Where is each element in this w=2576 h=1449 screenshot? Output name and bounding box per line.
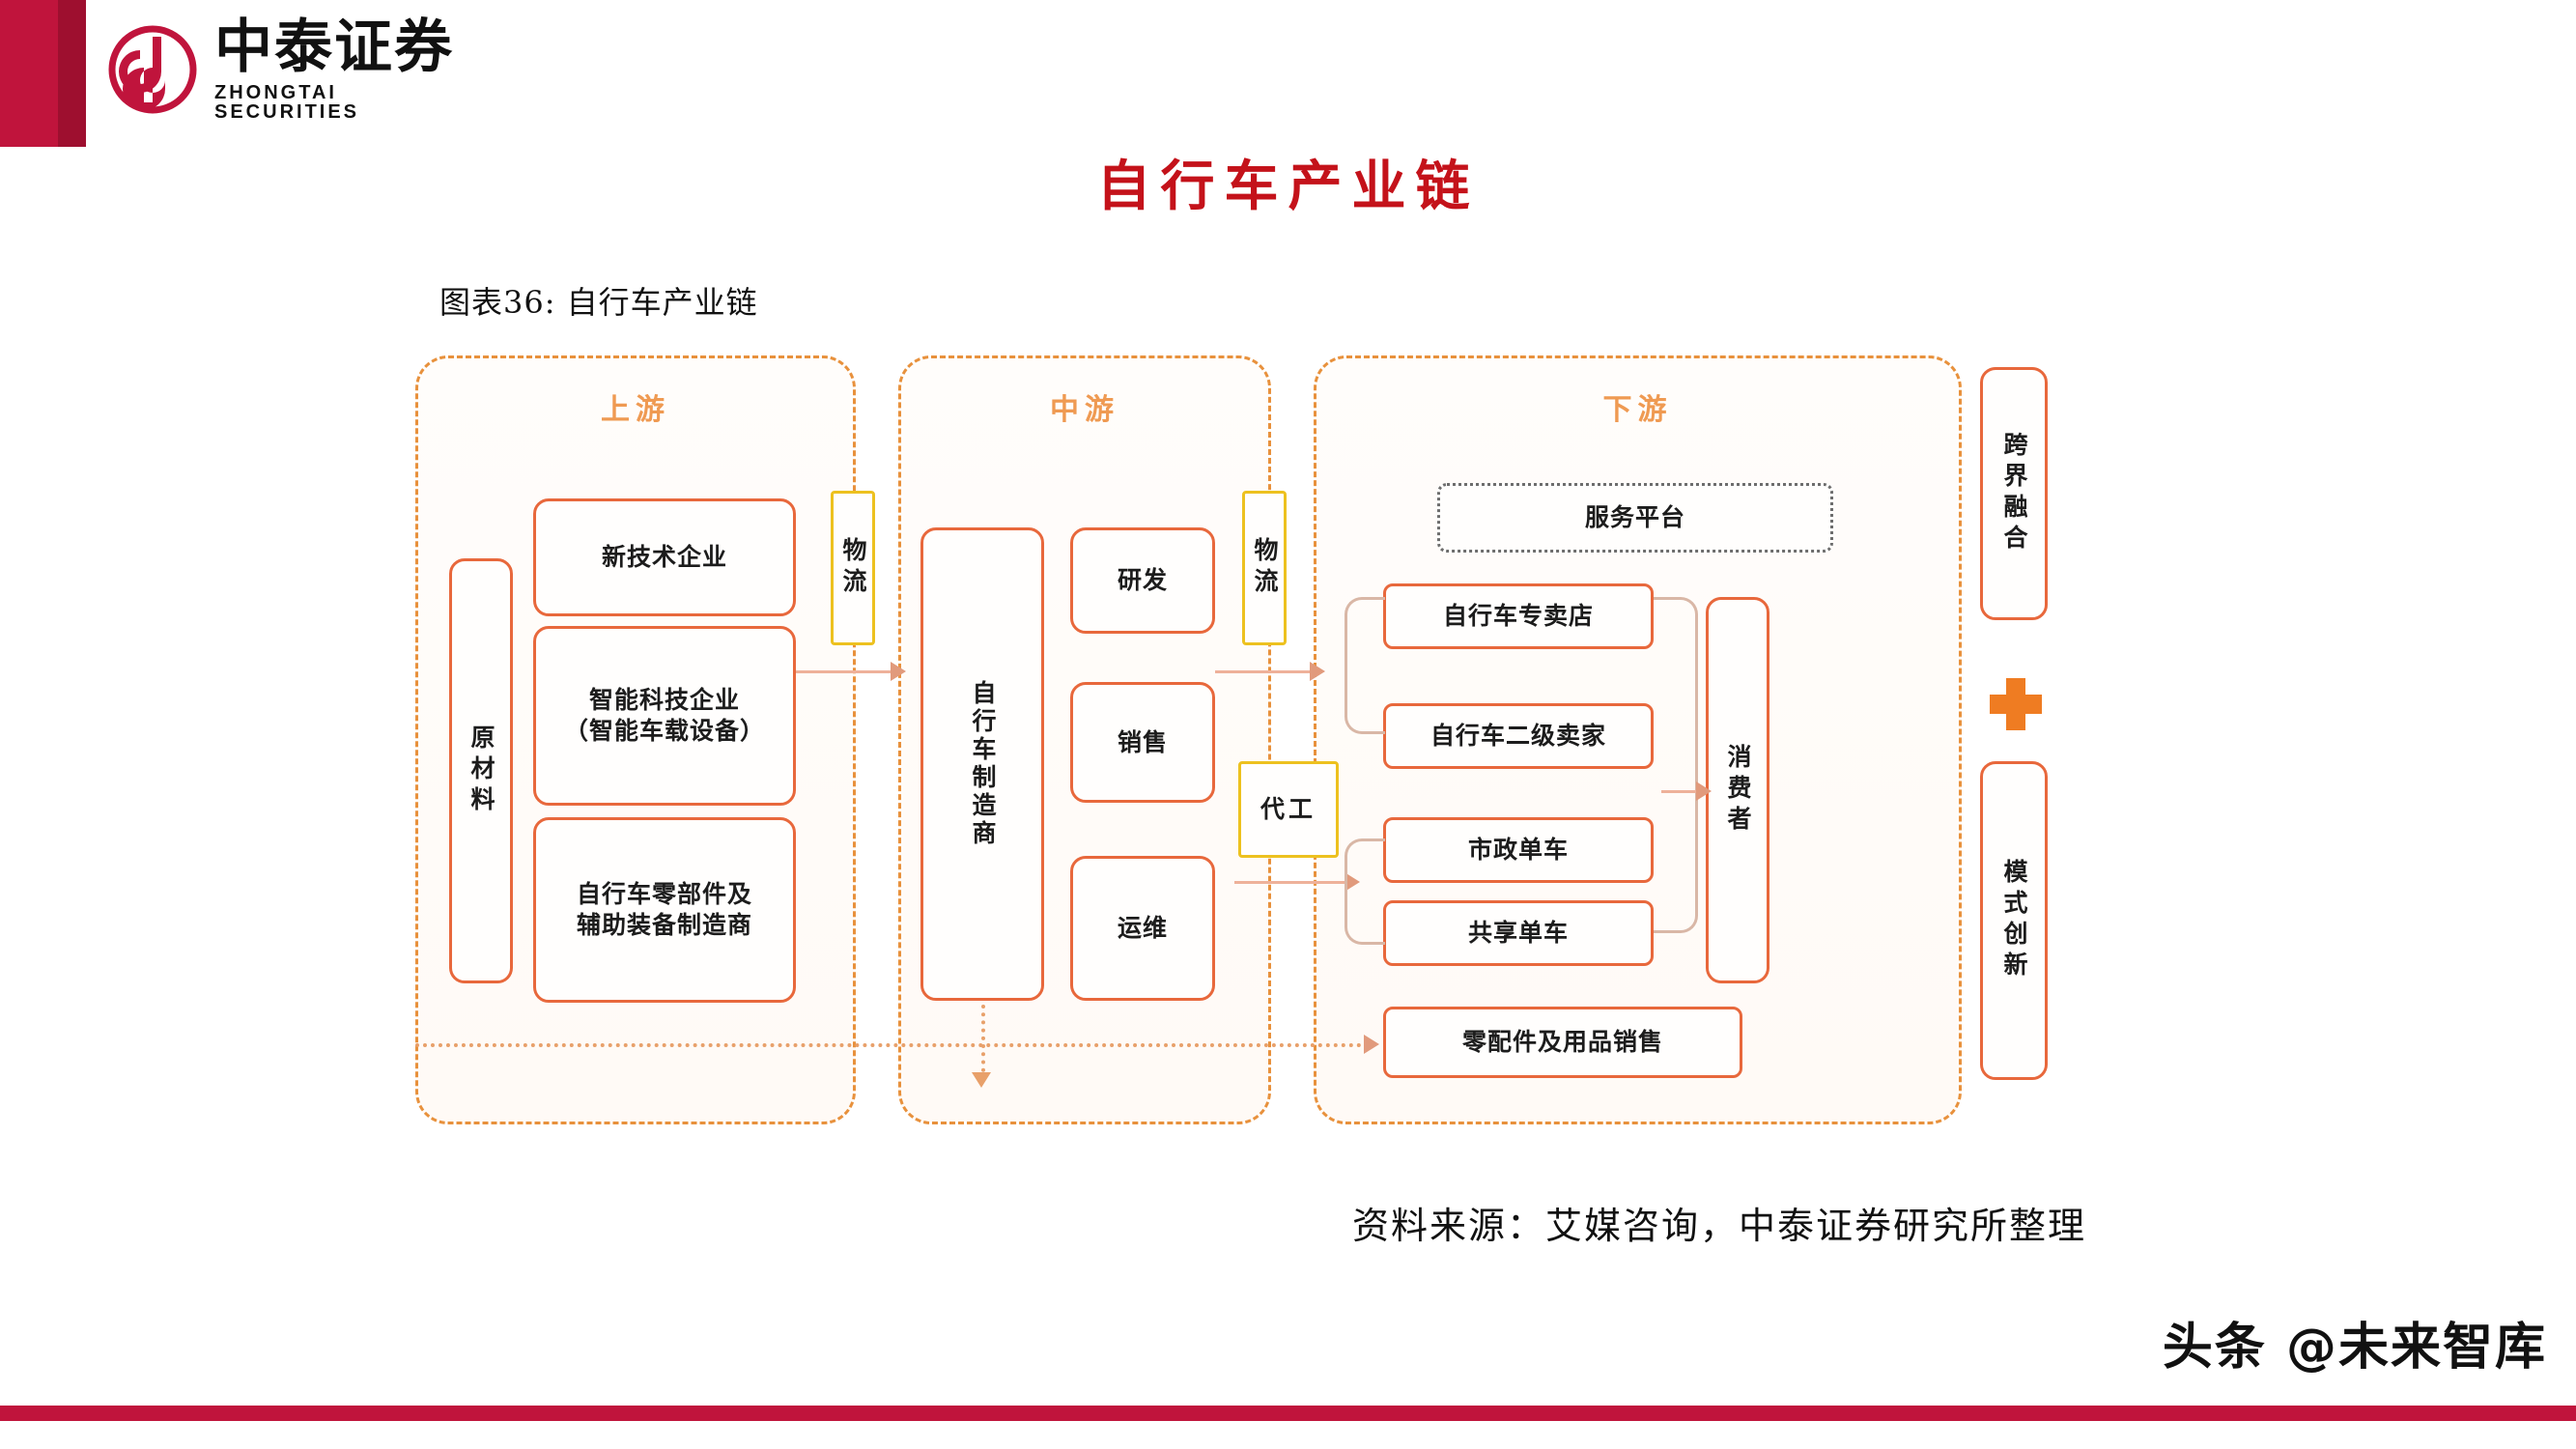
connector-to-consumer: [1661, 790, 1704, 793]
brand-accent-block-dark: [58, 0, 86, 147]
node-service-platform[interactable]: 服务平台: [1437, 483, 1833, 553]
connector-midstream-to-downstream: [1215, 670, 1312, 673]
node-oem[interactable]: 代工: [1238, 761, 1339, 858]
node-raw-material[interactable]: 原材料: [449, 558, 513, 983]
node-municipal-bike[interactable]: 市政单车: [1383, 817, 1654, 883]
bottom-accent-bar: [0, 1406, 2576, 1421]
node-rnd[interactable]: 研发: [1070, 527, 1215, 634]
industry-chain-diagram: 上游 中游 下游 原材料 新技术企业 智能科技企业 （智能车载设备） 自行车零部…: [415, 355, 2115, 1124]
node-bicycle-manufacturer[interactable]: 自行车制造商: [920, 527, 1044, 1001]
company-logo: 中泰证券 ZHONGTAI SECURITIES: [106, 12, 473, 128]
connector-bottom-dotted: [415, 1043, 1370, 1047]
arrowhead-upstream-to-midstream: [891, 662, 906, 681]
page-title: 自行车产业链: [1096, 155, 1480, 218]
source-note: 资料来源：艾媒咨询，中泰证券研究所整理: [1352, 1205, 2087, 1247]
node-cross-border-integration[interactable]: 跨界融合: [1980, 367, 2048, 620]
zhongtai-logo-icon: [106, 23, 199, 116]
node-smart-tech-enterprise[interactable]: 智能科技企业 （智能车载设备）: [533, 626, 796, 806]
node-operations[interactable]: 运维: [1070, 856, 1215, 1001]
zone-downstream-label: 下游: [1602, 394, 1673, 426]
plus-icon: [1986, 674, 2046, 734]
watermark: 头条 @未来智库: [2162, 1319, 2547, 1377]
node-accessory-sales[interactable]: 零配件及用品销售: [1383, 1007, 1742, 1078]
bracket-retail-inlet: [1345, 597, 1385, 734]
node-logistics-downstream[interactable]: 物流: [1242, 491, 1287, 645]
node-brand-store[interactable]: 自行车专卖店: [1383, 583, 1654, 649]
arrowhead-oem-to-bikes: [1345, 872, 1360, 892]
arrowhead-manufacturer-down: [972, 1072, 991, 1088]
logo-chinese-name: 中泰证券: [214, 13, 454, 81]
node-model-innovation[interactable]: 模式创新: [1980, 761, 2048, 1080]
connector-upstream-to-midstream: [796, 670, 892, 673]
logo-text-group: 中泰证券 ZHONGTAI SECURITIES: [214, 18, 473, 122]
zone-midstream-label: 中游: [1050, 394, 1119, 426]
bracket-to-consumer: [1654, 597, 1698, 933]
zone-upstream-label: 上游: [601, 394, 670, 426]
arrowhead-midstream-to-downstream: [1310, 662, 1325, 681]
arrowhead-bottom-dotted: [1364, 1035, 1379, 1054]
bracket-bikes-inlet: [1345, 838, 1385, 945]
figure-caption: 图表36: 自行车产业链: [439, 284, 758, 321]
connector-oem-to-bikes: [1234, 881, 1348, 884]
node-parts-manufacturer[interactable]: 自行车零部件及 辅助装备制造商: [533, 817, 796, 1003]
node-second-hand-seller[interactable]: 自行车二级卖家: [1383, 703, 1654, 769]
connector-manufacturer-down: [981, 1005, 985, 1080]
logo-english-name: ZHONGTAI SECURITIES: [214, 81, 360, 123]
node-shared-bike[interactable]: 共享单车: [1383, 900, 1654, 966]
node-consumer[interactable]: 消费者: [1706, 597, 1769, 983]
node-logistics-upstream[interactable]: 物流: [831, 491, 875, 645]
node-sales[interactable]: 销售: [1070, 682, 1215, 803]
node-new-tech-enterprise[interactable]: 新技术企业: [533, 498, 796, 616]
arrowhead-to-consumer: [1696, 781, 1712, 801]
